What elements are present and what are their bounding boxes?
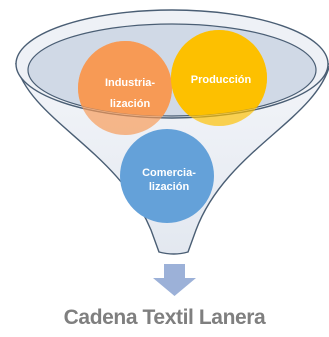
comercializacion-circle <box>120 129 214 223</box>
comercializacion-label-line1: Comercia- <box>142 167 196 179</box>
produccion-circle <box>171 30 267 116</box>
produccion-label: Producción <box>191 74 252 86</box>
industrializacion-label-line2: lización <box>110 98 151 110</box>
diagram-caption: Cadena Textil Lanera <box>63 306 266 329</box>
industrializacion-label-line1: Industria- <box>105 77 155 89</box>
comercializacion-label-line2: lización <box>149 181 190 193</box>
arrow-down-icon <box>153 264 196 296</box>
